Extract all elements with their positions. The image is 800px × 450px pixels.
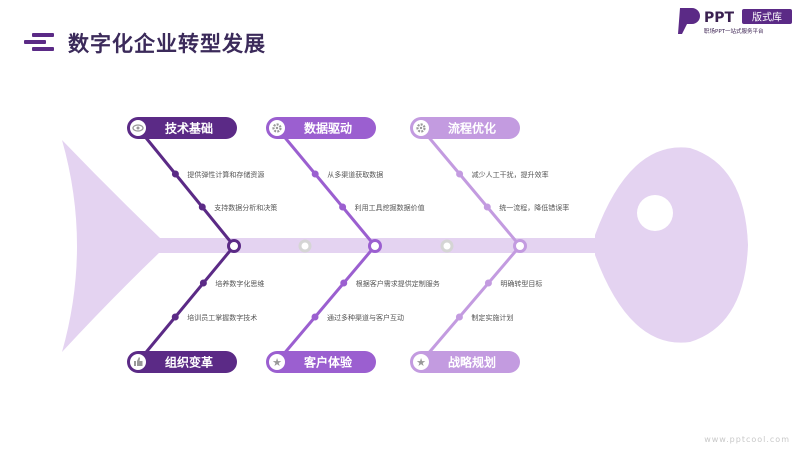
star-icon: ★ [416,356,426,369]
cause-item: 利用工具挖掘数据价值 [355,203,425,212]
category-tag[interactable]: 技术基础 [127,117,237,139]
bullet-dot [456,170,464,178]
cause-item: 制定实施计划 [471,313,513,322]
cause-item: 培养数字化思维 [215,279,264,288]
spine-node [513,239,527,253]
bullet-dot [484,279,492,287]
bullet-dot [340,279,348,287]
cause-item: 根据客户需求提供定制服务 [356,279,440,288]
gear-icon [272,123,282,133]
cause-item: 统一流程，降低错误率 [499,203,569,212]
spine-node [227,239,241,253]
category-label: 技术基础 [165,121,213,136]
branch-line [136,245,236,363]
branch-line [275,127,377,247]
logo-tagline: 职场PPT一站式服务平台 [704,27,764,35]
category-tag[interactable]: 流程优化 [410,117,520,139]
cause-item: 培训员工掌握数字技术 [187,313,257,322]
cause-item: 明确转型目标 [500,279,542,288]
category-tag[interactable]: ★ 战略规划 [410,351,520,373]
cause-item: 提供弹性计算和存储资源 [187,170,264,179]
cause-item: 减少人工干扰，提升效率 [472,170,549,179]
spine-node [368,239,382,253]
cause-item: 通过多种渠道与客户互动 [327,313,404,322]
bullet-dot [339,203,347,211]
bullet-dot [483,203,491,211]
bullet-dot [199,279,207,287]
fish-head [595,147,748,343]
bullet-dot [198,203,206,211]
logo-brand: PPT [704,10,735,26]
svg-text:★: ★ [416,356,426,369]
logo-badge: 版式库 [752,11,782,24]
branch-line [275,245,377,363]
bullet-dot [455,313,463,321]
category-tag[interactable]: 组织变革 [127,351,237,373]
category-label: 流程优化 [448,121,496,136]
star-icon: ★ [272,356,282,369]
gear-icon [416,123,426,133]
eye-icon [132,124,144,132]
fish-eye [637,195,673,231]
bullet-dot [171,313,179,321]
bullet-dot [171,170,179,178]
category-tag[interactable]: ★ 客户体验 [266,351,376,373]
footer-url: www.pptcool.com [704,435,790,444]
category-label: 战略规划 [448,355,496,370]
category-tag[interactable]: 数据驱动 [266,117,376,139]
cause-item: 支持数据分析和决策 [214,203,277,212]
bullet-dot [311,170,319,178]
menu-icon [24,33,54,51]
category-label: 数据驱动 [304,121,352,136]
branch-line [136,127,236,247]
cause-item: 从多渠道获取数据 [327,170,383,179]
bullet-dot [311,313,319,321]
fish-tail [62,140,160,352]
logo: PPT 版式库 职场PPT一站式服务平台 [678,8,792,35]
spine-joint [298,239,312,253]
category-label: 组织变革 [165,355,213,370]
logo-mark-icon [678,8,700,34]
spine-joint [440,239,454,253]
thumbs-up-icon [134,357,143,366]
svg-text:★: ★ [272,356,282,369]
category-label: 客户体验 [303,355,353,370]
branch-line [419,127,522,247]
branch-line [419,245,522,363]
page-title: 数字化企业转型发展 [68,32,266,56]
